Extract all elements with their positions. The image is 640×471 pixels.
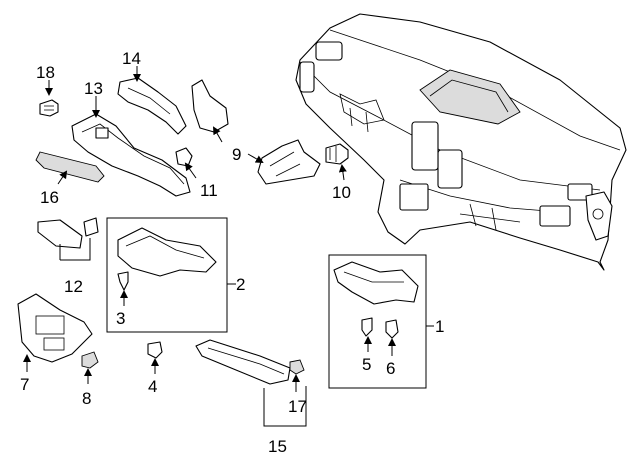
callout-11: 11 [200, 181, 218, 200]
part-11-bracket: 11 [175, 147, 218, 200]
callout-10: 10 [332, 183, 351, 202]
part-17-clip: 17 [288, 359, 307, 416]
callout-15: 15 [268, 437, 287, 456]
part-14-bracket: 14 [117, 49, 187, 135]
part-13-trim-panel: 13 [71, 79, 191, 197]
part-1-group: 1 5 6 [328, 254, 444, 389]
callout-7: 7 [20, 375, 29, 394]
part-10-bolt: 10 [325, 143, 351, 202]
part-16-cover-strip: 16 [35, 151, 105, 207]
part-15-trim: 15 [195, 339, 307, 456]
part-2-group: 2 3 [106, 217, 245, 333]
part-9-bracket: 9 [191, 79, 321, 185]
part-12-panel: 12 [37, 217, 99, 296]
callout-8: 8 [82, 389, 91, 408]
part-7-bezel: 7 [17, 293, 93, 394]
callout-9: 9 [232, 145, 241, 164]
part-4-fastener: 4 [147, 341, 163, 396]
callout-12: 12 [64, 277, 83, 296]
callout-1: 1 [435, 317, 444, 336]
callout-6: 6 [386, 359, 395, 378]
callout-13: 13 [84, 79, 103, 98]
callout-5: 5 [362, 355, 371, 374]
dashboard-assembly [295, 13, 627, 271]
callout-16: 16 [40, 188, 59, 207]
part-8-knob: 8 [81, 351, 99, 408]
callout-2: 2 [236, 275, 245, 294]
part-18-clip: 18 [36, 63, 59, 117]
callout-14: 14 [122, 49, 141, 68]
callout-18: 18 [36, 63, 55, 82]
callout-3: 3 [116, 309, 125, 328]
callout-4: 4 [148, 377, 157, 396]
callout-17: 17 [288, 397, 307, 416]
